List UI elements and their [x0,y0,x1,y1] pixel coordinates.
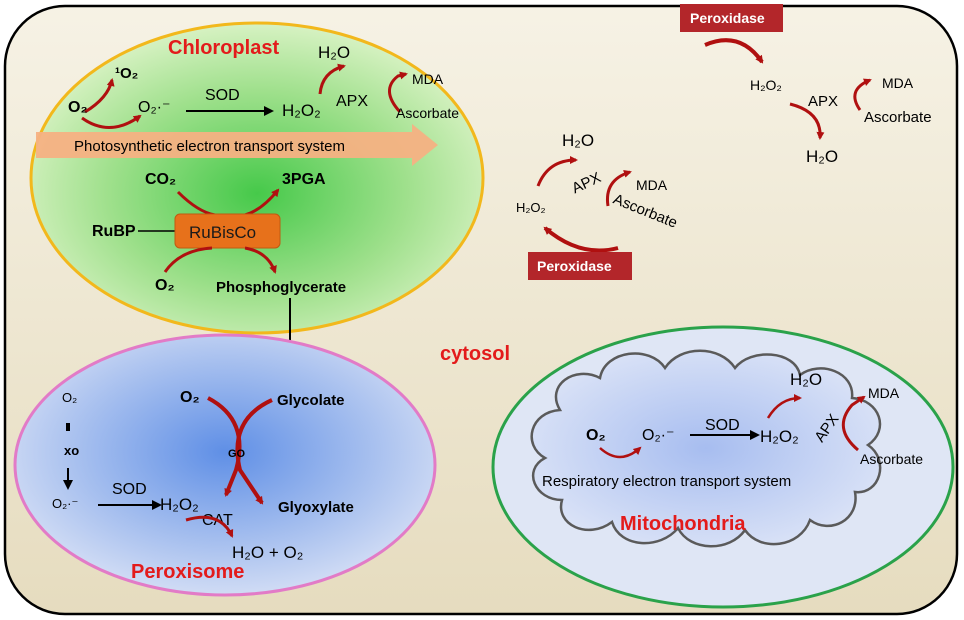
peroxidase-label-mid: Peroxidase [537,258,612,274]
chloroplast-o2: O₂ [68,99,88,116]
chloroplast-h2o2: H₂O₂ [282,101,321,120]
peroxisome-h2o2: H₂O₂ [160,495,199,514]
mitochondria-o2: O₂ [586,427,606,444]
chloroplast-3pga: 3PGA [282,171,326,188]
cytosol-mid-h2o: H₂O [562,131,594,150]
peroxidase-box-top [680,4,783,32]
chloroplast-membrane [29,21,485,335]
cat-arrow [185,515,234,538]
peroxisome-glycolate: Glycolate [277,392,345,409]
o2-go-curve [207,396,242,497]
chloroplast-h2o: H₂O [318,43,350,62]
peroxisome-products: H₂O + O₂ [232,543,303,562]
chloroplast-co2: CO₂ [145,171,176,188]
chloroplast: Chloroplast ¹O₂ O₂ O₂·⁻ SOD H₂O₂ APX H₂O… [29,21,485,335]
chloroplast-rubp: RuBP [92,223,136,240]
cytosol-top-h2o-arrow [789,102,825,140]
peroxisome-membrane [13,333,437,597]
chloroplast-title: Chloroplast [168,37,279,59]
mitochondria-sod: SOD [705,417,740,434]
cytosol-top-mda: MDA [882,75,914,91]
peroxisome-o2-left: O₂ [62,390,77,405]
cytosol-mid-h2o2: H₂O₂ [516,200,546,215]
mito-o2-superoxide-arrow [599,446,642,459]
peroxisome-xo: xo [64,443,79,458]
peroxisome-glyoxylate: Glyoxylate [278,499,354,516]
photosynthetic-transport-label: Photosynthetic electron transport system [74,138,345,155]
cytosol-top-apx: APX [808,93,838,110]
cytosol-label: cytosol [440,343,510,365]
chloroplast-phosphoglycerate: Phosphoglycerate [216,279,346,296]
cytosol-mid-h2o-arrow [536,156,578,187]
o2-to-superoxide-arrow [81,114,142,129]
chloroplast-superoxide: O₂·⁻ [138,99,170,116]
respiratory-transport-label: Respiratory electron transport system [542,473,791,490]
chloroplast-sod: SOD [205,87,240,104]
cytosol-top-h2o: H₂O [806,147,838,166]
photosynthetic-transport-band [36,124,438,166]
singlet-oxygen: ¹O₂ [115,65,138,82]
cytosol-mid-mda-arrow [605,169,632,207]
chloroplast-ascorbate-arrow [388,71,408,114]
mitochondria-mda: MDA [868,385,900,401]
peroxisome-superoxide: O₂·⁻ [52,496,78,511]
cytosol-mid-peroxidase-arrow [543,226,619,253]
cytosol-top-ascorbate-arrow [853,78,872,111]
cytosol-top-ascorbate: Ascorbate [864,109,932,126]
xo-dash [66,423,70,431]
rubisco-phosphoglycerate-arrow [244,246,277,274]
mito-ascorbate-arrow [841,395,866,452]
mitochondria-h2o2: H₂O₂ [760,427,799,446]
o2-to-singlet-arrow [84,78,115,114]
peroxisome-go: GO [228,448,246,460]
mitochondria-title: Mitochondria [620,513,746,535]
peroxisome-sod: SOD [112,481,147,498]
peroxisome-o2: O₂ [180,389,200,406]
glycolate-go-curve [235,398,273,505]
chloroplast-apx-h2o-arrow [318,63,346,95]
chloroplast-ascorbate: Ascorbate [396,105,459,121]
rubisco-label: RuBisCo [189,223,256,242]
chloroplast-o2-bottom: O₂ [155,277,175,294]
mitochondria-superoxide: O₂·⁻ [642,427,674,444]
peroxidase-top-arrow [704,38,764,64]
mitochondria-ascorbate: Ascorbate [860,451,923,467]
rubisco-box [174,213,281,249]
peroxidase-label-top: Peroxidase [690,10,765,26]
mito-apx-h2o-arrow [766,394,802,419]
cytosol-cycle-top: Peroxidase H₂O₂ APX H₂O MDA Ascorbate [680,4,932,166]
chloroplast-mda: MDA [412,71,444,87]
cytosol-top-h2o2: H₂O₂ [750,77,782,93]
o2-rubisco-arrow [163,246,213,273]
peroxidase-box-mid [528,252,632,280]
chloroplast-apx: APX [336,93,368,110]
mitochondria: Mitochondria O₂ O₂·⁻ SOD H₂O₂ H₂O APX MD… [491,325,955,609]
peroxisome-title: Peroxisome [131,561,244,583]
cytosol-mid-mda: MDA [636,177,668,193]
peroxisome: Peroxisome O₂ xo O₂·⁻ SOD H₂O₂ CAT H₂O +… [13,333,437,597]
mitochondria-h2o: H₂O [790,370,822,389]
